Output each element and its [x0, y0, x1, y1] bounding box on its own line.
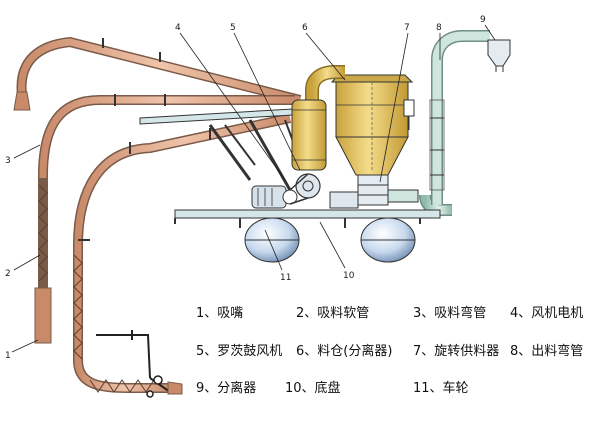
silo-separator	[330, 74, 415, 176]
suction-elbow-pipe-upper	[16, 36, 302, 105]
suction-nozzle-top	[13, 91, 31, 111]
suction-soft-hose	[38, 178, 48, 290]
callout-3: 3	[5, 156, 11, 166]
suction-elbow-pipe-lower	[73, 113, 292, 246]
legend-item-rotary-feeder: 7、旋转供料器	[413, 344, 500, 359]
discharge-elbow-pipe	[419, 30, 490, 216]
chassis	[174, 209, 441, 228]
legend-item-suction-elbow: 3、吸料弯管	[413, 306, 487, 321]
fan-motor	[251, 173, 309, 209]
callout-numbers: 1 2 3 4 5 6 7 8 9 10 11	[5, 15, 486, 361]
legend-item-silo: 6、料仓(分离器)	[296, 344, 393, 359]
callout-7: 7	[404, 23, 410, 33]
legend-item-suction-nozzle: 1、吸嘴	[196, 306, 244, 321]
callout-10: 10	[343, 271, 355, 281]
callout-6: 6	[302, 23, 308, 33]
separator	[487, 39, 511, 72]
callout-leaders	[11, 24, 496, 353]
callout-8: 8	[436, 23, 442, 33]
suction-elbow-pipe-middle	[37, 94, 295, 181]
legend-item-discharge-elbow: 8、出料弯管	[510, 344, 584, 359]
callout-4: 4	[175, 23, 181, 33]
wheel-left	[244, 217, 300, 263]
callout-9: 9	[480, 15, 486, 25]
suction-nozzle-trolley	[96, 330, 183, 398]
legend-item-separator: 9、分离器	[196, 381, 257, 396]
legend-item-fan-motor: 4、风机电机	[510, 306, 584, 321]
callout-2: 2	[5, 269, 11, 279]
legend-item-chassis: 10、底盘	[285, 381, 341, 396]
legend-item-roots-blower: 5、罗茨鼓风机	[196, 344, 283, 359]
wheel-right	[360, 217, 416, 263]
suction-nozzle	[34, 287, 52, 344]
callout-11: 11	[280, 273, 291, 283]
legend-item-wheel: 11、车轮	[413, 381, 469, 396]
rotary-feeder	[329, 174, 419, 209]
silo-inlet-elbow	[305, 65, 345, 100]
callout-1: 1	[5, 351, 11, 361]
suction-soft-hose-lower	[73, 245, 172, 393]
callout-5: 5	[230, 23, 236, 33]
legend-item-suction-hose: 2、吸料软管	[296, 306, 370, 321]
